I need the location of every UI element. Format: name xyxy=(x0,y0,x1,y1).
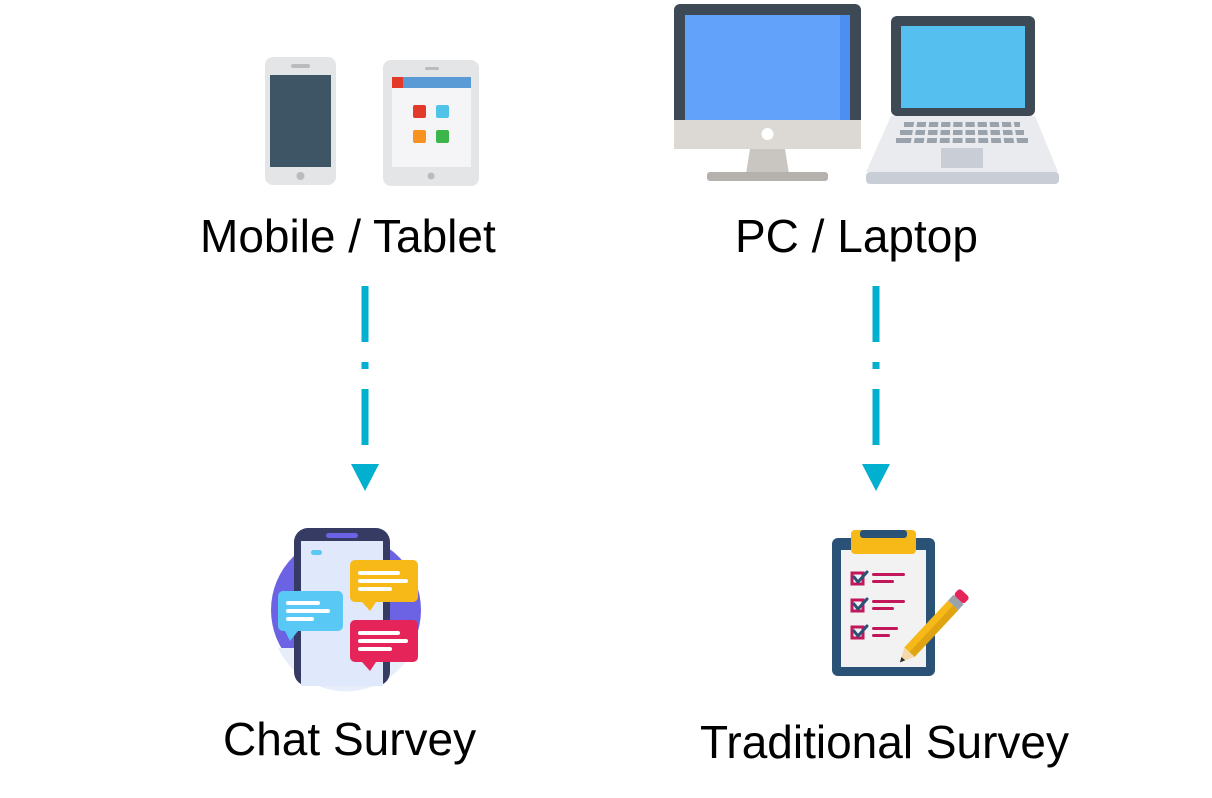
smartphone-icon xyxy=(265,57,336,185)
pc-laptop-label: PC / Laptop xyxy=(735,210,978,262)
chat-survey-label: Chat Survey xyxy=(223,713,477,765)
right-dashed-arrow xyxy=(862,286,890,491)
traditional-survey-label: Traditional Survey xyxy=(700,716,1070,768)
laptop-icon xyxy=(866,16,1059,184)
clipboard-checklist-icon xyxy=(832,530,969,676)
left-dashed-arrow xyxy=(351,286,379,491)
desktop-monitor-icon xyxy=(674,4,861,181)
tablet-icon xyxy=(383,60,479,186)
chat-survey-icon xyxy=(271,528,421,692)
mobile-tablet-label: Mobile / Tablet xyxy=(200,210,496,262)
